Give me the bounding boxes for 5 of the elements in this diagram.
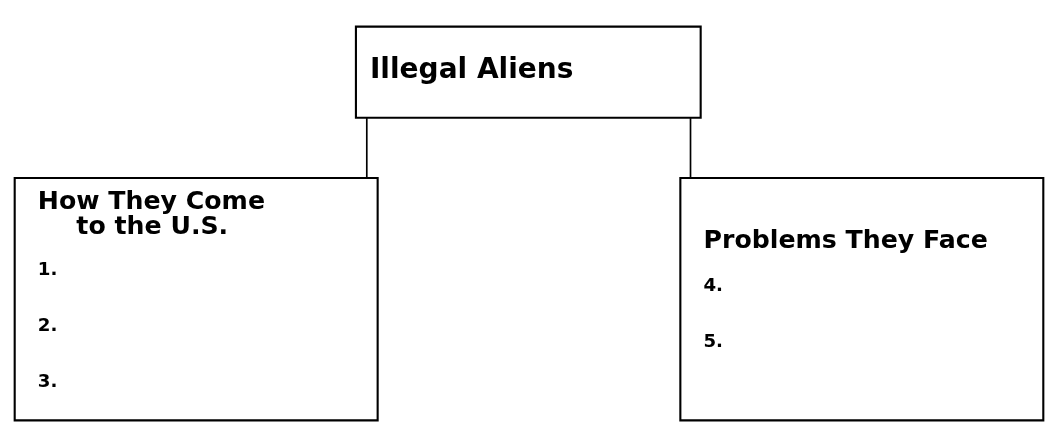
connector	[365, 117, 368, 179]
connector	[689, 117, 692, 179]
node-box: How They Come to the U.S. 1. 2. 3.	[13, 176, 379, 422]
node-box: Problems They Face 4. 5.	[679, 176, 1045, 422]
node-box: Illegal Aliens	[354, 25, 702, 119]
